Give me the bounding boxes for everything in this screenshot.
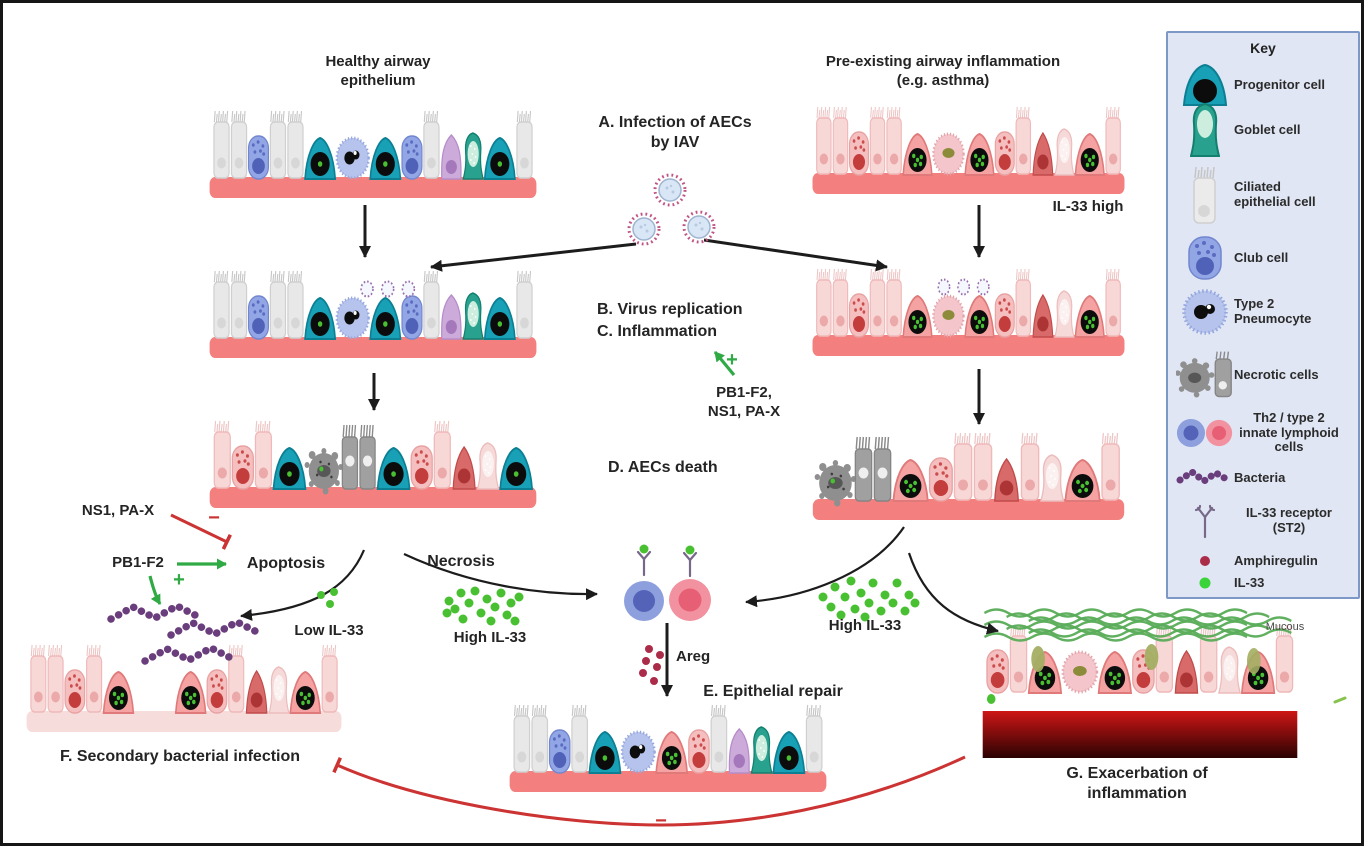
progenitor-cell-icon — [1176, 63, 1234, 107]
key-item-progenitor-cell: Progenitor cell — [1176, 57, 1354, 113]
key-legend-panel: Key Progenitor cell Goblet cell Ciliated… — [1166, 31, 1360, 599]
minus-sign-feedback: − — [655, 810, 667, 832]
plus-sign-inflammation: + — [726, 349, 738, 371]
bacteria-icon — [1176, 466, 1234, 490]
plus-sign-bacteria: + — [173, 569, 185, 591]
necrotic-cells-icon — [1176, 348, 1234, 402]
key-item-type2-pneumocyte: Type 2 Pneumocyte — [1176, 284, 1354, 340]
label-ns1-pax: NS1, PA-X — [81, 502, 155, 519]
label-areg: Areg — [676, 648, 711, 665]
key-item-amphiregulin: Amphiregulin — [1176, 546, 1354, 576]
key-item-label: Th2 / type 2 innate lymphoid cells — [1239, 409, 1339, 455]
ciliated-epithelial-cell-icon — [1176, 165, 1234, 225]
key-item-necrotic-cells: Necrotic cells — [1176, 347, 1354, 403]
amphiregulin-icon — [1176, 554, 1234, 568]
type2-pneumocyte-icon — [1176, 287, 1234, 337]
epithelium-row-inflamed-1 — [811, 105, 1126, 202]
epithelium-row-bacterial-infection — [25, 643, 343, 740]
label-apoptosis: Apoptosis — [246, 555, 326, 572]
epithelium-row-healthy-1 — [208, 109, 538, 206]
club-cell-icon — [1176, 235, 1234, 281]
key-item-label: Bacteria — [1234, 469, 1286, 485]
label-high-il33-right: High IL-33 — [828, 617, 902, 634]
label-low-il33: Low IL-33 — [294, 622, 364, 639]
label-step-a-infection: A. Infection of AECs by IAV — [598, 114, 752, 151]
key-item-label: Necrotic cells — [1234, 366, 1319, 382]
key-item-il33: IL-33 — [1176, 568, 1354, 598]
key-item-club-cell: Club cell — [1176, 230, 1354, 286]
epithelium-row-inflamed-2-infected — [811, 267, 1126, 364]
key-item-label: Club cell — [1234, 249, 1289, 265]
label-viral-proteins-bc: PB1-F2, NS1, PA-X — [707, 384, 781, 420]
goblet-cell-icon — [1176, 102, 1234, 158]
label-necrosis: Necrosis — [427, 553, 495, 570]
label-mucous: Mucous — [1265, 621, 1305, 633]
label-step-e-epithelial-repair: E. Epithelial repair — [703, 683, 843, 700]
label-step-b-virus-replication: B. Virus replication — [597, 301, 743, 318]
label-il33-high: IL-33 high — [1052, 198, 1124, 215]
key-item-label: Amphiregulin — [1234, 552, 1318, 568]
key-item-bacteria: Bacteria — [1176, 450, 1354, 506]
label-pb1-f2: PB1-F2 — [112, 554, 164, 571]
key-item-label: Type 2 Pneumocyte — [1234, 296, 1312, 326]
epithelium-row-repair — [508, 703, 828, 800]
epithelium-row-exacerbation — [981, 603, 1299, 766]
label-step-d-aecs-death: D. AECs death — [608, 459, 718, 476]
label-preexisting-inflammation: Pre-existing airway inflammation (e.g. a… — [825, 53, 1061, 89]
key-title: Key — [1250, 40, 1276, 56]
key-item-th2-ilc2-cells: Th2 / type 2 innate lymphoid cells — [1176, 405, 1354, 461]
label-step-c-inflammation: C. Inflammation — [597, 323, 718, 340]
key-item-ciliated-epithelial-cell: Ciliated epithelial cell — [1176, 165, 1354, 225]
label-high-il33-center: High IL-33 — [453, 629, 527, 646]
il33-receptor-icon — [1176, 503, 1234, 539]
epithelium-row-healthy-3-aec-death — [208, 419, 538, 516]
key-item-il33-receptor: IL-33 receptor (ST2) — [1176, 493, 1354, 549]
minus-sign-apoptosis: − — [208, 507, 220, 529]
key-item-label: Progenitor cell — [1234, 76, 1326, 92]
key-item-label: Goblet cell — [1234, 121, 1301, 137]
il33-icon — [1176, 576, 1234, 590]
key-item-label: IL-33 receptor (ST2) — [1246, 505, 1332, 535]
epithelium-row-healthy-2-infected — [208, 269, 538, 366]
label-step-g-exacerbation: G. Exacerbation of inflammation — [1066, 765, 1208, 802]
key-item-label: Ciliated epithelial cell — [1234, 179, 1316, 209]
key-item-goblet-cell: Goblet cell — [1176, 102, 1354, 158]
th2-ilc2-cells-icon — [1176, 415, 1234, 451]
key-item-label: IL-33 — [1234, 574, 1265, 590]
label-step-f-secondary-bacterial-infection: F. Secondary bacterial infection — [59, 748, 301, 765]
label-healthy-airway-epithelium: Healthy airway epithelium — [325, 53, 431, 89]
epithelium-row-inflamed-3-aec-death — [811, 431, 1126, 528]
